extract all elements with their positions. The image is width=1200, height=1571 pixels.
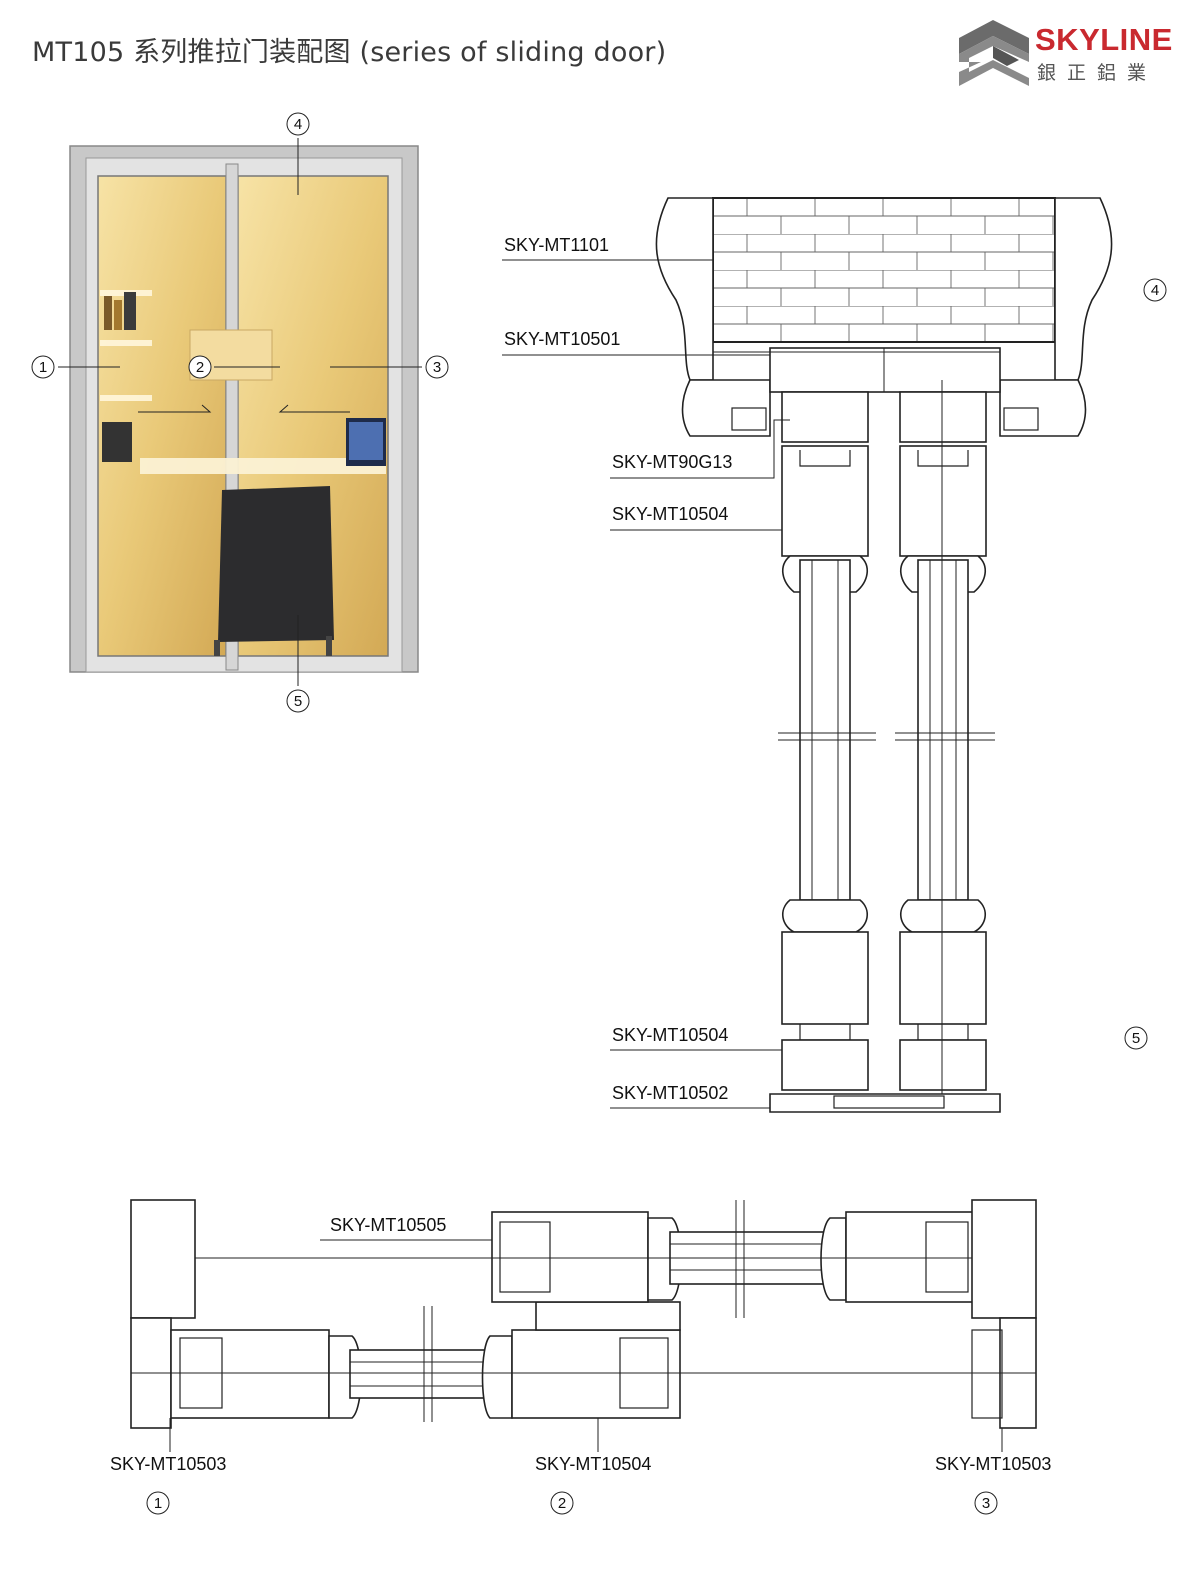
svg-text:5: 5: [294, 693, 302, 710]
right-sash-profile: [845, 1211, 977, 1303]
label-sky-mt10501: SKY-MT10501: [504, 329, 620, 349]
callout-5: 5: [286, 689, 310, 713]
label-sky-mt10503-right: SKY-MT10503: [935, 1454, 1051, 1474]
svg-text:5: 5: [1132, 1030, 1140, 1047]
left-trim-profile: [655, 197, 714, 381]
label-sky-mt1101: SKY-MT1101: [504, 235, 609, 255]
left-wall-block: [130, 1199, 196, 1319]
left-sash-vertical: [781, 391, 869, 1091]
middle-sash-profile: [511, 1329, 681, 1419]
horizontal-section: SKY-MT10505 SKY-MT10503 SKY-MT10504 SKY-…: [110, 1199, 1051, 1515]
door-elevation: 1 2 3 4 5: [31, 112, 449, 713]
callout-1: 1: [31, 355, 55, 379]
svg-text:1: 1: [154, 1495, 162, 1512]
svg-text:2: 2: [196, 359, 204, 376]
skyline-logo: SKYLINE 銀正鋁業: [955, 18, 1180, 90]
label-sky-mt10503-left: SKY-MT10503: [110, 1454, 226, 1474]
vertical-section: SKY-MT1101 SKY-MT10501 SKY-MT90G13 SKY-M…: [502, 197, 1167, 1113]
label-sky-mt10504-bottom: SKY-MT10504: [612, 1025, 728, 1045]
left-glass-unit: [349, 1349, 491, 1399]
skyline-emblem-icon: [959, 20, 1029, 86]
slide-arrow-left: [138, 404, 212, 413]
svg-text:4: 4: [1151, 282, 1159, 299]
logo-subtitle: 銀正鋁業: [1037, 62, 1158, 84]
horizontal-callout-1: 1: [146, 1491, 170, 1515]
right-wall-block: [971, 1199, 1037, 1319]
left-glass-panel: [97, 175, 227, 657]
right-trim-profile: [1054, 197, 1113, 381]
svg-text:3: 3: [433, 359, 441, 376]
interlock-sash-profile: [491, 1211, 649, 1303]
sill-track-profile: [769, 1093, 1001, 1113]
label-sky-mt90g13: SKY-MT90G13: [612, 452, 732, 472]
svg-text:4: 4: [294, 116, 302, 133]
svg-text:1: 1: [39, 359, 47, 376]
page-title: MT105 系列推拉门装配图 (series of sliding door): [32, 37, 667, 68]
label-sky-mt10502: SKY-MT10502: [612, 1083, 728, 1103]
head-track-profile: [769, 347, 1001, 393]
callout-2: 2: [188, 355, 212, 379]
svg-text:3: 3: [982, 1495, 990, 1512]
room-interior-illustration: [100, 290, 386, 656]
right-sash-vertical: [899, 391, 987, 1091]
brick-wall: [712, 197, 1056, 343]
logo-name: SKYLINE: [1035, 22, 1173, 57]
vertical-callout-4: 4: [1143, 278, 1167, 302]
label-sky-mt10504-horizontal: SKY-MT10504: [535, 1454, 651, 1474]
label-sky-mt10505: SKY-MT10505: [330, 1215, 446, 1235]
callout-4: 4: [286, 112, 310, 136]
horizontal-callout-3: 3: [974, 1491, 998, 1515]
horizontal-callout-2: 2: [550, 1491, 574, 1515]
svg-text:2: 2: [558, 1495, 566, 1512]
callout-3: 3: [425, 355, 449, 379]
label-sky-mt10504-top: SKY-MT10504: [612, 504, 728, 524]
left-sash-profile: [170, 1329, 330, 1419]
vertical-callout-5: 5: [1124, 1026, 1148, 1050]
slide-arrow-right: [278, 404, 350, 413]
